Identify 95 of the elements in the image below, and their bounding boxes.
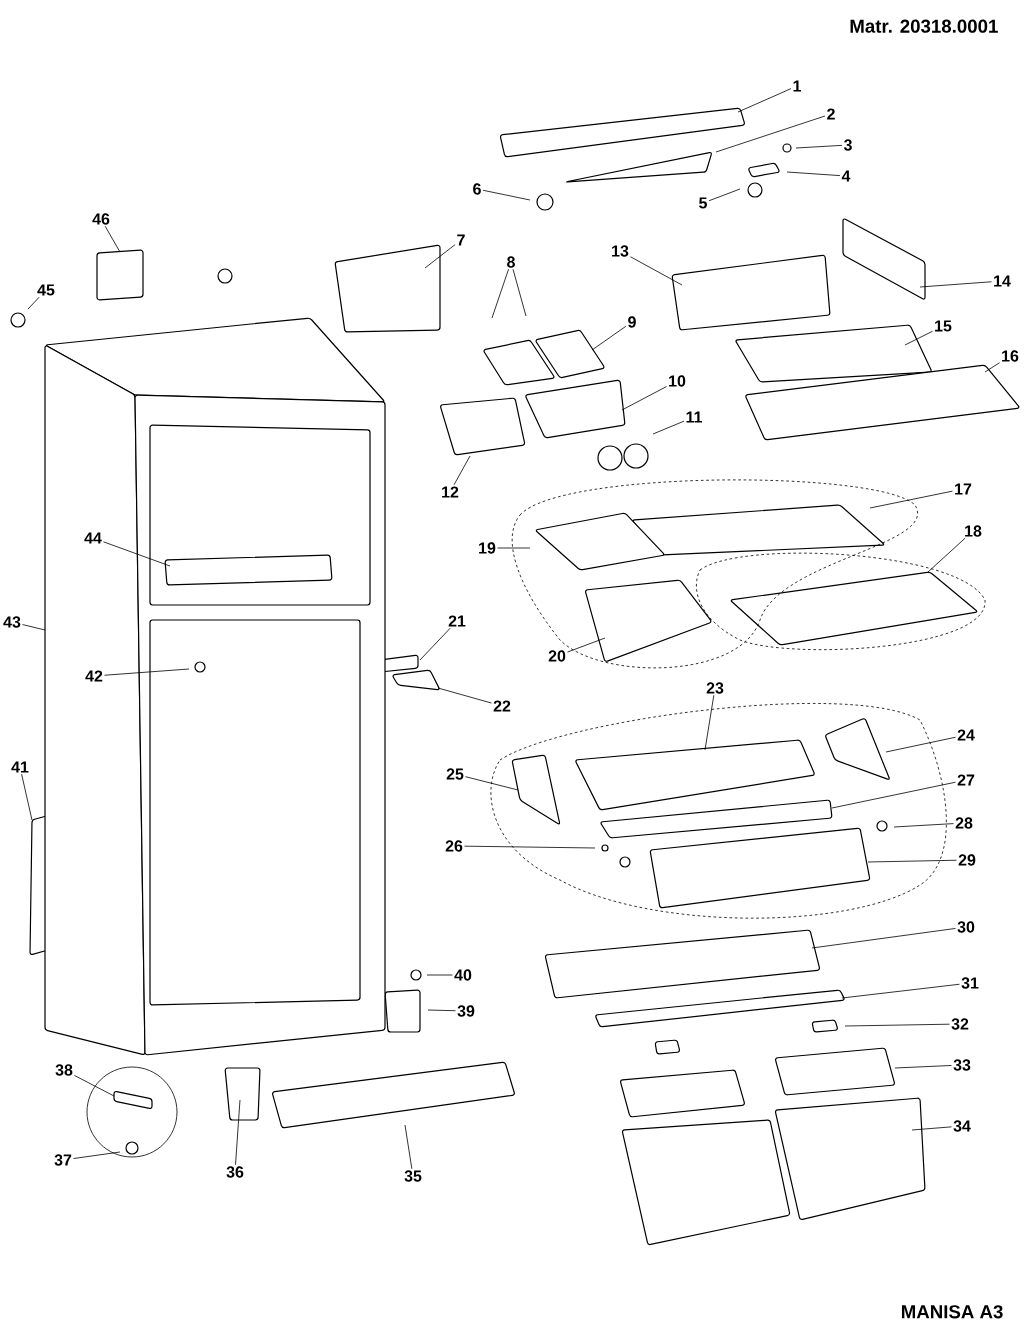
callout-number: 27	[957, 774, 975, 786]
leader-line	[844, 1023, 950, 1027]
callout-number: 28	[955, 817, 973, 829]
callout-number: 12	[442, 486, 459, 498]
drawing-number: Matr. 20318.0001	[850, 19, 998, 33]
callout-number: 22	[493, 700, 511, 712]
callout-number: 44	[84, 532, 102, 544]
leader-line	[893, 823, 954, 828]
callout-number: 38	[55, 1064, 73, 1076]
leader-line	[652, 420, 685, 435]
leader-line	[811, 928, 956, 949]
leader-line	[437, 687, 492, 704]
leader-line	[464, 845, 596, 849]
callout-number: 10	[669, 375, 686, 387]
leader-line	[74, 1075, 115, 1097]
callout-number: 18	[965, 525, 982, 537]
callout-number: 20	[548, 650, 566, 662]
leader-line	[235, 1099, 241, 1166]
leader-line	[27, 296, 40, 310]
callout-number: 16	[1002, 350, 1019, 362]
leader-line	[904, 330, 933, 346]
callout-number: 41	[11, 761, 29, 773]
leader-line	[104, 668, 190, 676]
leader-line	[869, 490, 953, 509]
callout-number: 5	[699, 197, 707, 209]
leader-line	[927, 537, 966, 573]
callout-number: 2	[827, 108, 835, 120]
callout-number: 30	[957, 921, 975, 933]
callout-number: 34	[953, 1120, 971, 1132]
leader-line	[22, 624, 46, 631]
callout-number: 1	[793, 80, 801, 92]
callout-number: 29	[958, 854, 976, 866]
leader-line	[567, 637, 606, 653]
callout-number: 9	[628, 316, 636, 328]
callout-number: 36	[226, 1166, 244, 1178]
leader-line	[841, 983, 960, 999]
callout-number: 26	[445, 840, 463, 852]
callout-number: 8	[507, 256, 515, 268]
callout-number: 39	[457, 1005, 475, 1017]
leader-line	[795, 144, 843, 149]
leader-line	[491, 268, 509, 319]
leader-line	[621, 386, 667, 411]
leader-line	[497, 547, 531, 549]
callout-number: 4	[841, 170, 851, 182]
leader-line	[737, 88, 792, 113]
callout-number: 17	[955, 483, 972, 495]
callout-number: 46	[92, 213, 110, 225]
leader-line	[512, 268, 527, 317]
leader-line	[427, 1009, 456, 1012]
leader-line	[867, 859, 957, 863]
leader-line	[630, 256, 683, 286]
callout-number: 35	[404, 1170, 422, 1182]
callout-number: 45	[37, 284, 55, 296]
callout-number: 7	[457, 234, 465, 246]
leader-line	[984, 362, 1000, 373]
leader-line	[73, 1151, 121, 1159]
callout-number: 11	[686, 411, 702, 423]
callout-number: 33	[953, 1059, 971, 1071]
leader-line	[919, 281, 992, 288]
leader-line	[453, 455, 471, 486]
leader-line	[704, 694, 715, 751]
callout-number: 3	[843, 139, 852, 151]
leader-line	[885, 736, 956, 753]
callout-number: 24	[957, 729, 975, 741]
callout-number: 42	[85, 670, 103, 682]
leader-line	[831, 781, 956, 809]
leader-line	[894, 1065, 952, 1069]
leader-line	[21, 773, 33, 821]
leader-line	[465, 776, 519, 791]
callout-number: 21	[448, 615, 466, 627]
callout-number: 37	[54, 1154, 72, 1166]
leader-line	[104, 225, 121, 253]
leader-line	[419, 627, 451, 661]
callout-number: 43	[3, 616, 21, 628]
model-code: MANISA A3	[902, 1305, 1003, 1319]
callout-number: 32	[951, 1018, 969, 1030]
leader-line	[103, 541, 171, 567]
leader-line	[786, 171, 841, 176]
callout-number: 40	[454, 969, 472, 981]
leader-line	[404, 1124, 413, 1170]
callout-number: 19	[479, 542, 496, 554]
callout-number: 14	[994, 275, 1011, 287]
callout-number: 6	[473, 183, 481, 195]
callout-number: 23	[706, 682, 724, 694]
callout-number: 15	[935, 320, 952, 332]
leader-line	[591, 325, 627, 351]
leader-line	[715, 115, 826, 153]
leader-line	[708, 188, 741, 202]
leader-line	[424, 244, 456, 269]
callout-number: 13	[612, 245, 629, 257]
leader-line	[426, 974, 453, 976]
callout-number: 25	[446, 768, 464, 780]
leader-line	[482, 189, 531, 201]
leader-line	[911, 1126, 952, 1131]
callout-number: 31	[961, 977, 979, 989]
